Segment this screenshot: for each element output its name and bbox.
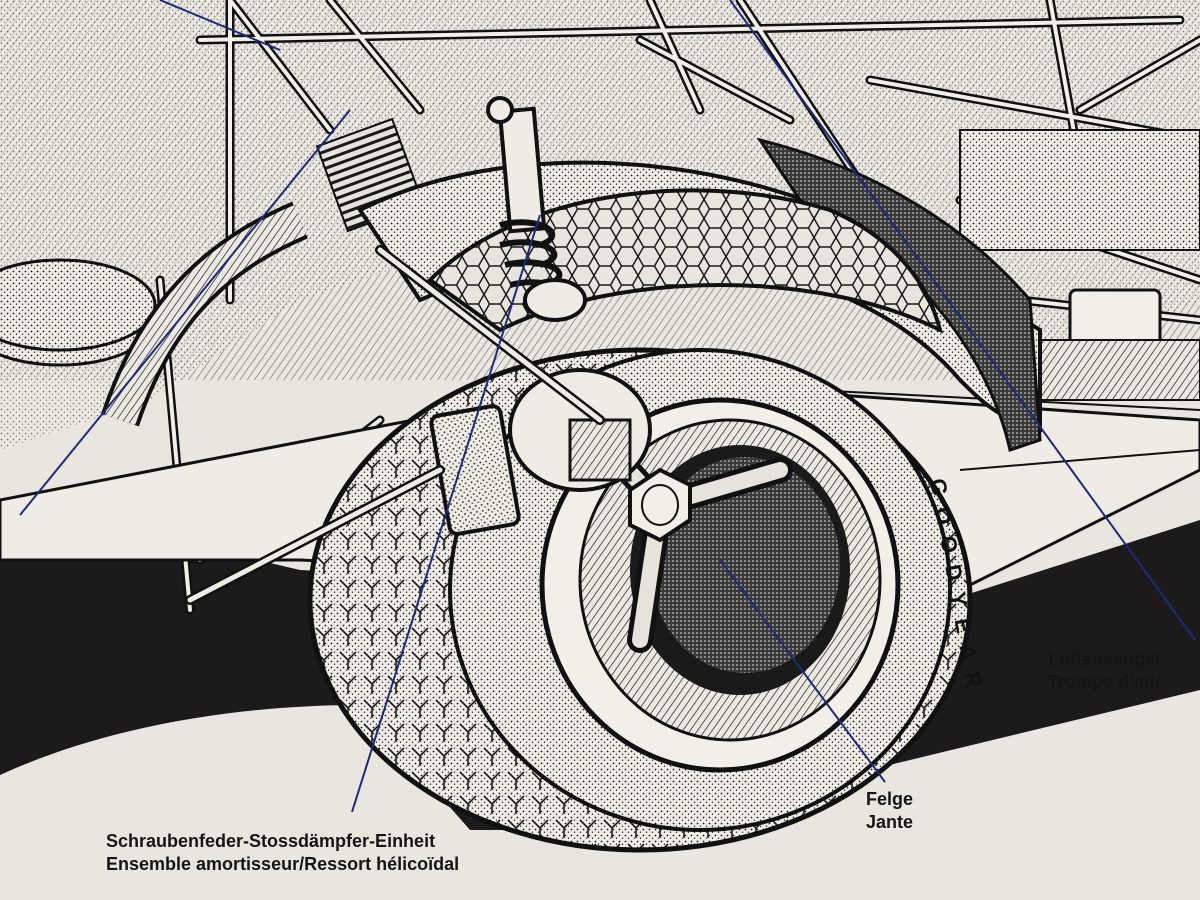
rim	[539, 397, 901, 773]
brake-assembly	[429, 368, 652, 536]
callout-air-de: Luftansaugst	[1048, 649, 1162, 669]
coil-over-shock	[486, 96, 587, 322]
callout-shock-absorber: Schraubenfeder-Stossdämpfer-Einheit Ense…	[106, 830, 459, 876]
callout-air-fr: Trompe d’adr	[1048, 672, 1163, 692]
callout-rim-fr: Jante	[866, 812, 914, 832]
hub-nut	[628, 467, 692, 543]
callout-shock-de: Schraubenfeder-Stossdämpfer-Einheit	[106, 831, 436, 851]
callout-air-intake: Luftansaugst Trompe d’adr	[1048, 648, 1162, 694]
callout-rim-de: Felge	[866, 789, 914, 809]
leader-lines	[19, 0, 1196, 813]
callout-rim: Felge Jante	[866, 788, 913, 834]
callout-shock-fr: Ensemble amortisseur/Ressort hélicoïdal	[106, 854, 460, 874]
